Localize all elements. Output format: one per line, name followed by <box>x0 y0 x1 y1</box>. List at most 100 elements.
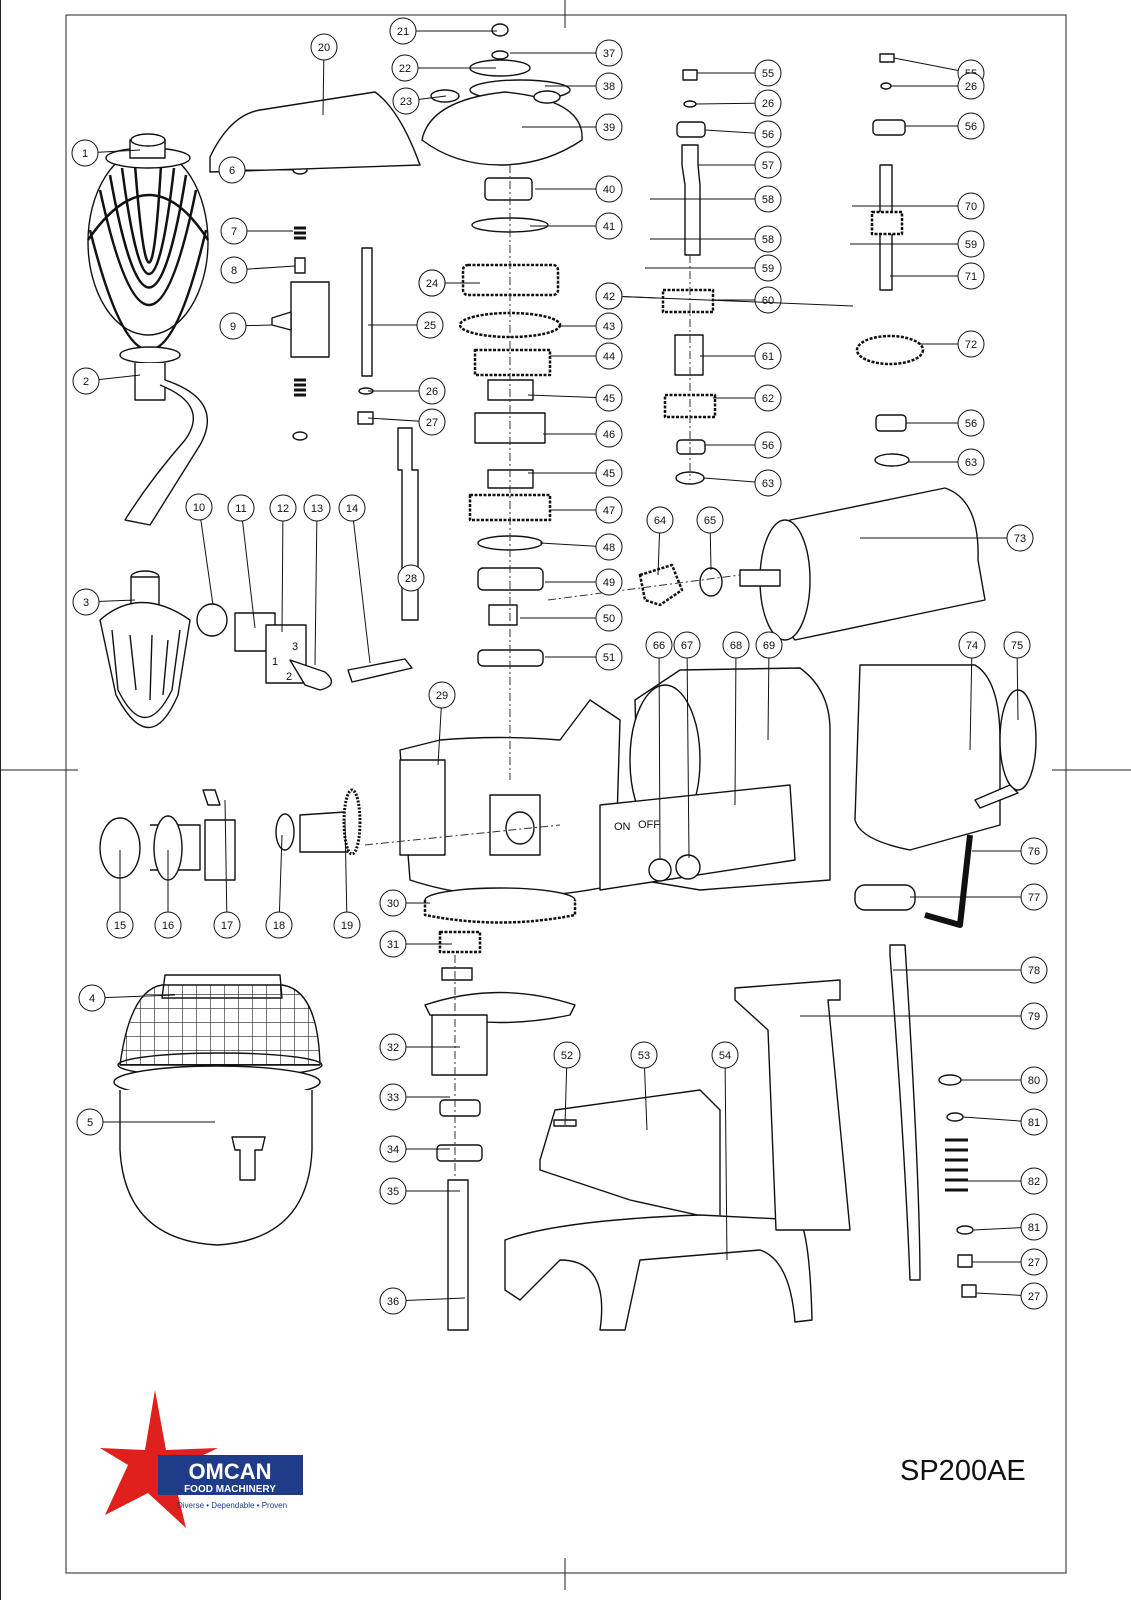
part-stand-base <box>504 979 851 1331</box>
callout-leader <box>969 644 973 751</box>
callout-number: 25 <box>424 320 436 332</box>
callout-circle <box>754 59 782 87</box>
part-upper-housing-plates <box>421 23 583 166</box>
callout-number: 20 <box>318 42 330 54</box>
callout-circle <box>397 564 425 592</box>
callout-leader <box>608 295 854 307</box>
callout-circle <box>213 911 241 939</box>
callout-number: 59 <box>762 263 774 275</box>
callout-number: 28 <box>405 573 417 585</box>
callout-circle <box>595 175 623 203</box>
callout-number: 62 <box>762 393 774 405</box>
callout-number: 5 <box>87 1117 93 1129</box>
callout-number: 14 <box>346 503 358 515</box>
callout-circle <box>595 39 623 67</box>
callout-number: 82 <box>1028 1176 1040 1188</box>
callout-number: 70 <box>965 201 977 213</box>
callout-circle <box>303 494 331 522</box>
part-bowl <box>113 1065 321 1246</box>
callout-number: 58 <box>762 194 774 206</box>
gear-1-text: 1 <box>272 656 278 668</box>
callout-number: 26 <box>762 98 774 110</box>
callout-circle <box>754 431 782 459</box>
callout-number: 26 <box>426 386 438 398</box>
callout-number: 52 <box>561 1050 573 1062</box>
callout-leader <box>724 1054 728 1261</box>
callout-circle <box>379 1083 407 1111</box>
callout-number: 38 <box>603 81 615 93</box>
callout-circle <box>957 448 985 476</box>
callout-number: 61 <box>762 351 774 363</box>
callout-number: 71 <box>965 271 977 283</box>
callout-number: 78 <box>1028 965 1040 977</box>
callout-circle <box>754 89 782 117</box>
callout-number: 57 <box>762 160 774 172</box>
callout-circle <box>1020 883 1048 911</box>
callout-number: 22 <box>399 63 411 75</box>
callout-number: 51 <box>603 652 615 664</box>
callout-leader <box>686 644 690 859</box>
callout-number: 29 <box>436 690 448 702</box>
callout-number: 21 <box>397 26 409 38</box>
callout-number: 67 <box>681 640 693 652</box>
panel-on-text: ON <box>614 821 631 833</box>
callout-leader <box>198 506 214 606</box>
callout-circle <box>595 604 623 632</box>
callout-number: 19 <box>341 920 353 932</box>
callout-number: 41 <box>603 221 615 233</box>
callout-leader <box>224 799 228 926</box>
callout-circle <box>154 911 182 939</box>
callout-number: 73 <box>1014 533 1026 545</box>
logo-plate <box>158 1455 303 1495</box>
callout-number: 48 <box>603 542 615 554</box>
callout-number: 40 <box>603 184 615 196</box>
callout-leader <box>278 834 283 926</box>
callout-leader <box>658 644 661 861</box>
callout-number: 45 <box>603 468 615 480</box>
callout-circle <box>391 54 419 82</box>
callout-number: 35 <box>387 1186 399 1198</box>
callout-circle <box>595 113 623 141</box>
callout-number: 6 <box>229 165 235 177</box>
callout-circle <box>755 631 783 659</box>
callout-circle <box>696 506 724 534</box>
callout-circle <box>389 17 417 45</box>
callout-circle <box>219 312 247 340</box>
callout-number: 36 <box>387 1296 399 1308</box>
callout-number: 42 <box>603 291 615 303</box>
callout-circle <box>418 408 446 436</box>
callout-number: 17 <box>221 920 233 932</box>
callout-number: 65 <box>704 515 716 527</box>
callout-circle <box>1006 524 1034 552</box>
callout-number: 8 <box>231 265 237 277</box>
callout-number: 1 <box>82 148 88 160</box>
callout-number: 49 <box>603 577 615 589</box>
callout-number: 27 <box>1028 1291 1040 1303</box>
callout-circle <box>754 185 782 213</box>
callout-circle <box>379 1135 407 1163</box>
callout-number: 55 <box>762 68 774 80</box>
callout-circle <box>595 282 623 310</box>
callout-number: 56 <box>762 129 774 141</box>
callout-circle <box>72 367 100 395</box>
callout-number: 46 <box>603 429 615 441</box>
callout-circle <box>673 631 701 659</box>
callout-number: 30 <box>387 898 399 910</box>
callout-leader <box>281 507 284 633</box>
callout-circle <box>595 72 623 100</box>
callout-number: 72 <box>965 339 977 351</box>
callout-number: 9 <box>230 321 236 333</box>
callout-circle <box>754 384 782 412</box>
logo-tagline-text: Diverse • Dependable • Proven <box>177 1501 287 1510</box>
callout-circle <box>646 506 674 534</box>
callout-circle <box>630 1041 658 1069</box>
callout-number: 63 <box>762 478 774 490</box>
callout-number: 18 <box>273 920 285 932</box>
callout-number: 53 <box>638 1050 650 1062</box>
callout-circle <box>269 494 297 522</box>
callout-number: 44 <box>603 351 615 363</box>
callout-number: 64 <box>654 515 666 527</box>
part-side-shaft <box>855 53 925 467</box>
